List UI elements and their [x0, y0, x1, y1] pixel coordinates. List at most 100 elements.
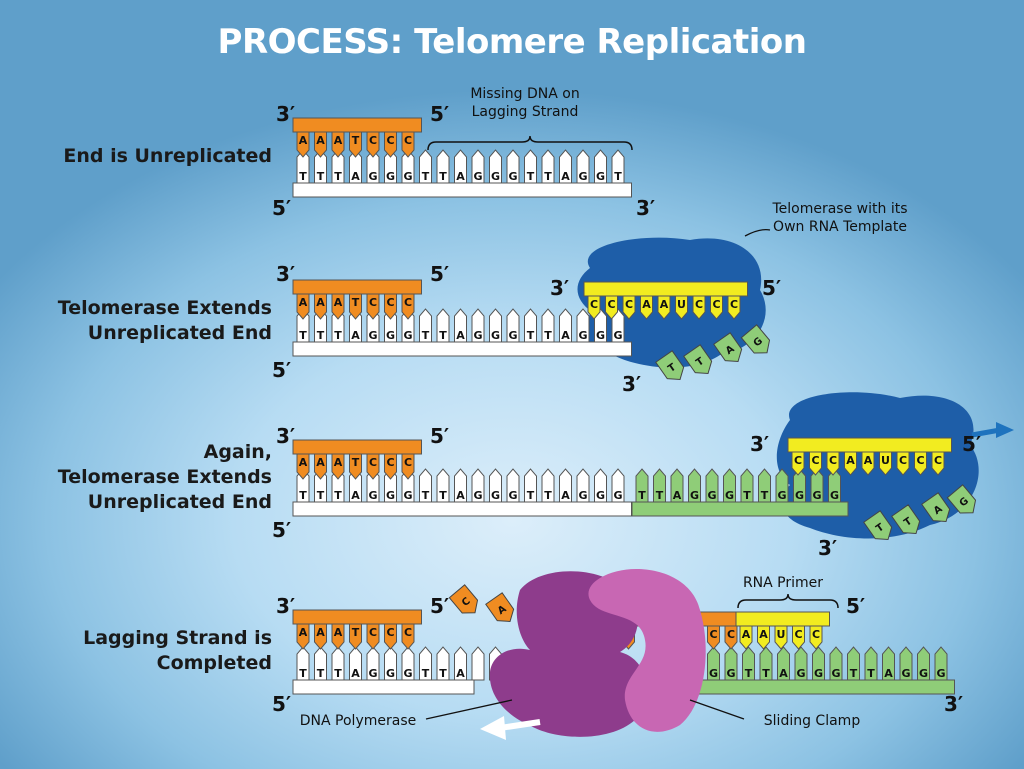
row4-green-base: A: [779, 667, 788, 680]
row3-rna-base: C: [829, 454, 837, 467]
row2-rna-base: C: [625, 298, 633, 311]
row1-top-tooth: [366, 131, 380, 158]
row2-top-tooth: [314, 293, 327, 320]
row1-top-tooth: [331, 131, 345, 158]
row2-rna-tooth: [675, 295, 688, 320]
row4-bottom-tooth: [296, 646, 310, 681]
row3-bottom-base: T: [422, 489, 430, 502]
row3-nucleotide: T: [863, 510, 893, 540]
row3-rna-tooth: [914, 451, 927, 476]
row1-bottom-base: A: [561, 170, 570, 183]
row4-floating-nucleotide: A: [485, 592, 515, 622]
page-title: PROCESS: Telomere Replication: [217, 22, 807, 62]
row2-rna-tooth: [622, 295, 636, 320]
row1-bottom-base: A: [351, 170, 360, 183]
row4-rna-primer-base: U: [777, 628, 786, 641]
row2-top-tooth: [401, 293, 415, 320]
row4-green-base: G: [709, 667, 718, 680]
row1-end-top-left: 3′: [276, 102, 296, 126]
row2-top-base: C: [404, 296, 412, 309]
row4-green-base: G: [831, 667, 840, 680]
row3-nucleotide: G: [946, 484, 977, 514]
row1-end-bottom-right: 3′: [636, 196, 656, 220]
row4-green-base: G: [919, 667, 928, 680]
row1-bottom-tooth: [594, 149, 607, 184]
row1-brace: [427, 135, 633, 151]
row4-bottom-tooth: [384, 646, 397, 681]
row1-top-backbone: [292, 117, 422, 133]
row3-top-base: C: [369, 456, 377, 469]
row4-primer-brace: [737, 593, 839, 609]
row1-bottom-base: G: [578, 170, 587, 183]
row1-bottom-tooth: [559, 149, 572, 184]
row4-green-tooth: [794, 646, 808, 681]
row4-green-base: T: [867, 667, 875, 680]
row4-top-tooth: [384, 623, 397, 650]
row3-extension-tooth: [793, 468, 806, 503]
row2-nucleotide-shape: [713, 332, 743, 362]
row3-extension-tooth: [635, 468, 649, 503]
row3-rna-tooth: [844, 451, 857, 476]
row4-green-base: A: [884, 667, 893, 680]
row4-end-top-far-right: 5′: [846, 594, 866, 618]
row3-extension-tooth: [705, 468, 719, 503]
row3-bottom-base: T: [334, 489, 342, 502]
row2-top-backbone: [292, 279, 422, 295]
row3-nucleotide-shape: [921, 492, 951, 522]
row4-top-tooth: [314, 623, 327, 650]
row3-rna-tooth: [826, 451, 840, 476]
row4-green-tooth: [847, 646, 860, 681]
row2-end-top-right: 5′: [430, 262, 450, 286]
row2-nucleotide-shape: [683, 344, 713, 374]
row4-bottom-tooth: [454, 646, 467, 681]
row1-end-bottom-left: 5′: [272, 196, 292, 220]
row4-bottom-tooth: [349, 646, 362, 681]
row3-extension-base: G: [707, 489, 716, 502]
row2-bottom-tooth: [541, 308, 555, 343]
row2-rna-base: U: [677, 298, 686, 311]
row3-bottom-tooth: [611, 468, 625, 503]
row3-top-base: A: [334, 456, 343, 469]
row3-rna-base: C: [916, 454, 924, 467]
row4-top-tooth: [366, 623, 380, 650]
row2-bottom-tooth: [436, 308, 450, 343]
row3-rna-backbone: [787, 437, 952, 453]
row1-top-tooth: [384, 131, 397, 158]
row2-rna-backbone: [583, 281, 748, 297]
row3-rna-tooth: [791, 451, 805, 476]
row2-rna-tooth: [587, 295, 601, 320]
row4-green-tooth: [777, 646, 790, 681]
row4-bottom-base: T: [317, 667, 325, 680]
callout-rna-primer: RNA Primer: [742, 575, 824, 591]
row3-rna-tooth: [896, 451, 910, 476]
row4-green-base: G: [814, 667, 823, 680]
row4-green-tooth: [934, 646, 948, 681]
row2-nucleotide: A: [713, 332, 743, 362]
row2-rna-base: C: [607, 298, 615, 311]
row2-bottom-tooth: [454, 308, 467, 343]
row3-top-base: C: [386, 456, 394, 469]
row4-bottom-base: G: [368, 667, 377, 680]
row4-top-tooth: [296, 623, 310, 650]
row1-top-base: A: [334, 134, 343, 147]
row4-new-orange-2-tooth: [724, 625, 738, 650]
row3-bottom-tooth: [419, 468, 432, 503]
row3-arrow-head: [996, 422, 1014, 438]
row3-bottom-base: T: [544, 489, 552, 502]
row1-bottom-base: G: [386, 170, 395, 183]
row1-bottom-tooth: [436, 149, 450, 184]
row3-bottom-base: G: [596, 489, 605, 502]
row2-bottom-base: G: [508, 329, 517, 342]
row3-bottom-tooth: [436, 468, 450, 503]
row4-rna-primer-tooth: [809, 625, 823, 650]
row3-extension-base: G: [830, 489, 839, 502]
row3-extension-tooth: [688, 468, 701, 503]
row4-rna-primer-base: C: [812, 628, 820, 641]
row4-rna-primer-base: A: [742, 628, 751, 641]
row4-green-tooth: [759, 646, 773, 681]
row3-extension-base: G: [812, 489, 821, 502]
row4-bottom-base: A: [456, 667, 465, 680]
row2-bottom-tooth: [489, 308, 502, 343]
row2-top-base: C: [386, 296, 394, 309]
